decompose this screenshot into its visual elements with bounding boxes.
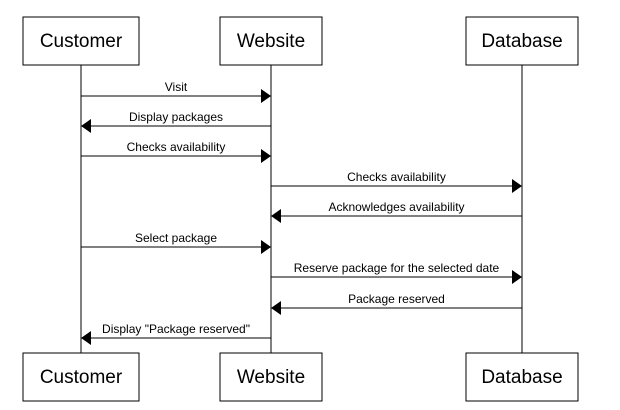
arrowhead-icon	[261, 89, 271, 103]
participants: CustomerCustomerWebsiteWebsiteDatabaseDa…	[22, 16, 579, 402]
participant-box	[22, 352, 140, 402]
arrowhead-icon	[261, 149, 271, 163]
participant-box	[465, 16, 579, 66]
participant-website-bottom: Website	[219, 352, 323, 402]
message-label: Reserve package for the selected date	[294, 261, 500, 275]
participant-customer-bottom: Customer	[22, 352, 140, 402]
participant-label: Website	[237, 31, 305, 52]
participant-label: Database	[481, 367, 562, 388]
message-label: Checks availability	[347, 170, 446, 184]
participant-label: Customer	[40, 367, 123, 388]
participant-customer-top: Customer	[22, 16, 140, 66]
participant-database-bottom: Database	[465, 352, 579, 402]
message-5: Acknowledges availability	[271, 200, 522, 223]
message-label: Acknowledges availability	[328, 200, 464, 214]
message-6: Select package	[81, 231, 271, 254]
message-label: Visit	[165, 80, 188, 94]
message-4: Checks availability	[271, 170, 522, 193]
message-label: Display packages	[129, 110, 223, 124]
lifelines	[80, 65, 523, 353]
arrowhead-icon	[261, 240, 271, 254]
message-1: Visit	[81, 80, 271, 103]
message-3: Checks availability	[81, 140, 271, 163]
participant-box	[219, 352, 323, 402]
participant-database-top: Database	[465, 16, 579, 66]
message-label: Select package	[135, 231, 217, 245]
message-label: Package reserved	[348, 292, 445, 306]
arrowhead-icon	[81, 119, 91, 133]
participant-label: Database	[481, 31, 562, 52]
participant-label: Website	[237, 367, 305, 388]
message-8: Package reserved	[271, 292, 522, 315]
message-2: Display packages	[81, 110, 271, 133]
message-7: Reserve package for the selected date	[271, 261, 522, 284]
participant-box	[465, 352, 579, 402]
participant-box	[22, 16, 140, 66]
arrowhead-icon	[271, 301, 281, 315]
message-label: Checks availability	[127, 140, 226, 154]
arrowhead-icon	[271, 209, 281, 223]
participant-label: Customer	[40, 31, 123, 52]
message-9: Display "Package reserved"	[81, 322, 271, 345]
message-label: Display "Package reserved"	[102, 322, 250, 336]
arrowhead-icon	[512, 179, 522, 193]
participant-box	[219, 16, 323, 66]
arrowhead-icon	[512, 270, 522, 284]
participant-website-top: Website	[219, 16, 323, 66]
arrowhead-icon	[81, 331, 91, 345]
